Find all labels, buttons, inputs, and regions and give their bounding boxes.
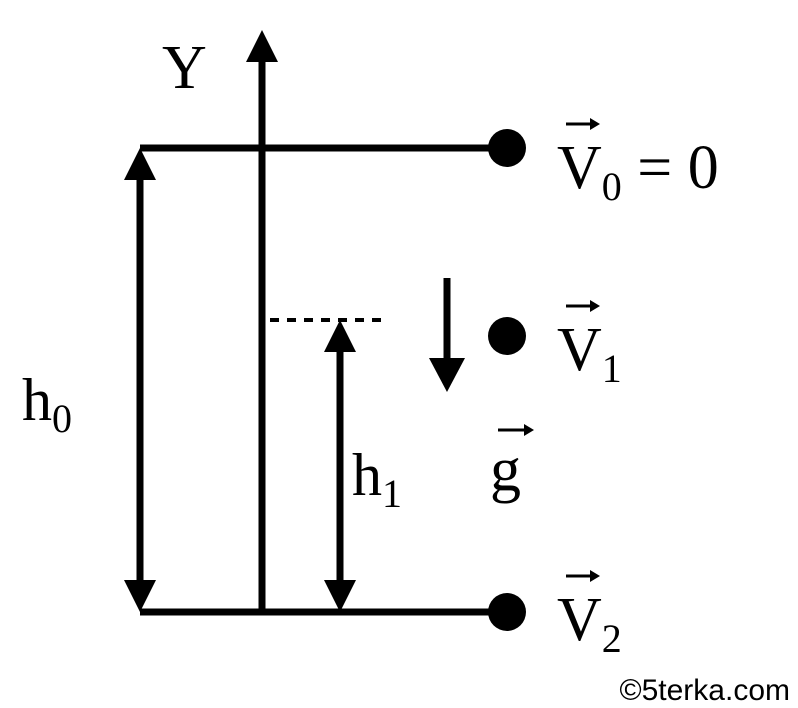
ball-bottom [488,593,526,631]
velocity-bottom-vector-tip [590,570,600,582]
h1-label: h1 [352,442,402,516]
h1-arrowhead-bottom [324,580,356,612]
ball-top [488,129,526,167]
velocity-top-label: V0 = 0 [557,134,719,209]
watermark: ©5terka.com [620,674,791,707]
velocity-top-vector-tip [590,118,600,130]
y-axis-arrowhead [246,30,278,62]
velocity-mid-vector-tip [590,300,600,312]
velocity-bottom-label: V2 [557,586,622,661]
h0-arrowhead-bottom [124,580,156,612]
velocity-mid-label: V1 [557,316,622,391]
h0-arrowhead-top [124,148,156,180]
gravity-vector-tip [524,424,534,436]
h0-label: h0 [22,367,72,441]
gravity-label: g [490,436,521,504]
ball-middle [488,317,526,355]
gravity-arrowhead [429,358,465,392]
h1-arrowhead-top [324,320,356,352]
y-axis-label: Y [162,34,207,102]
